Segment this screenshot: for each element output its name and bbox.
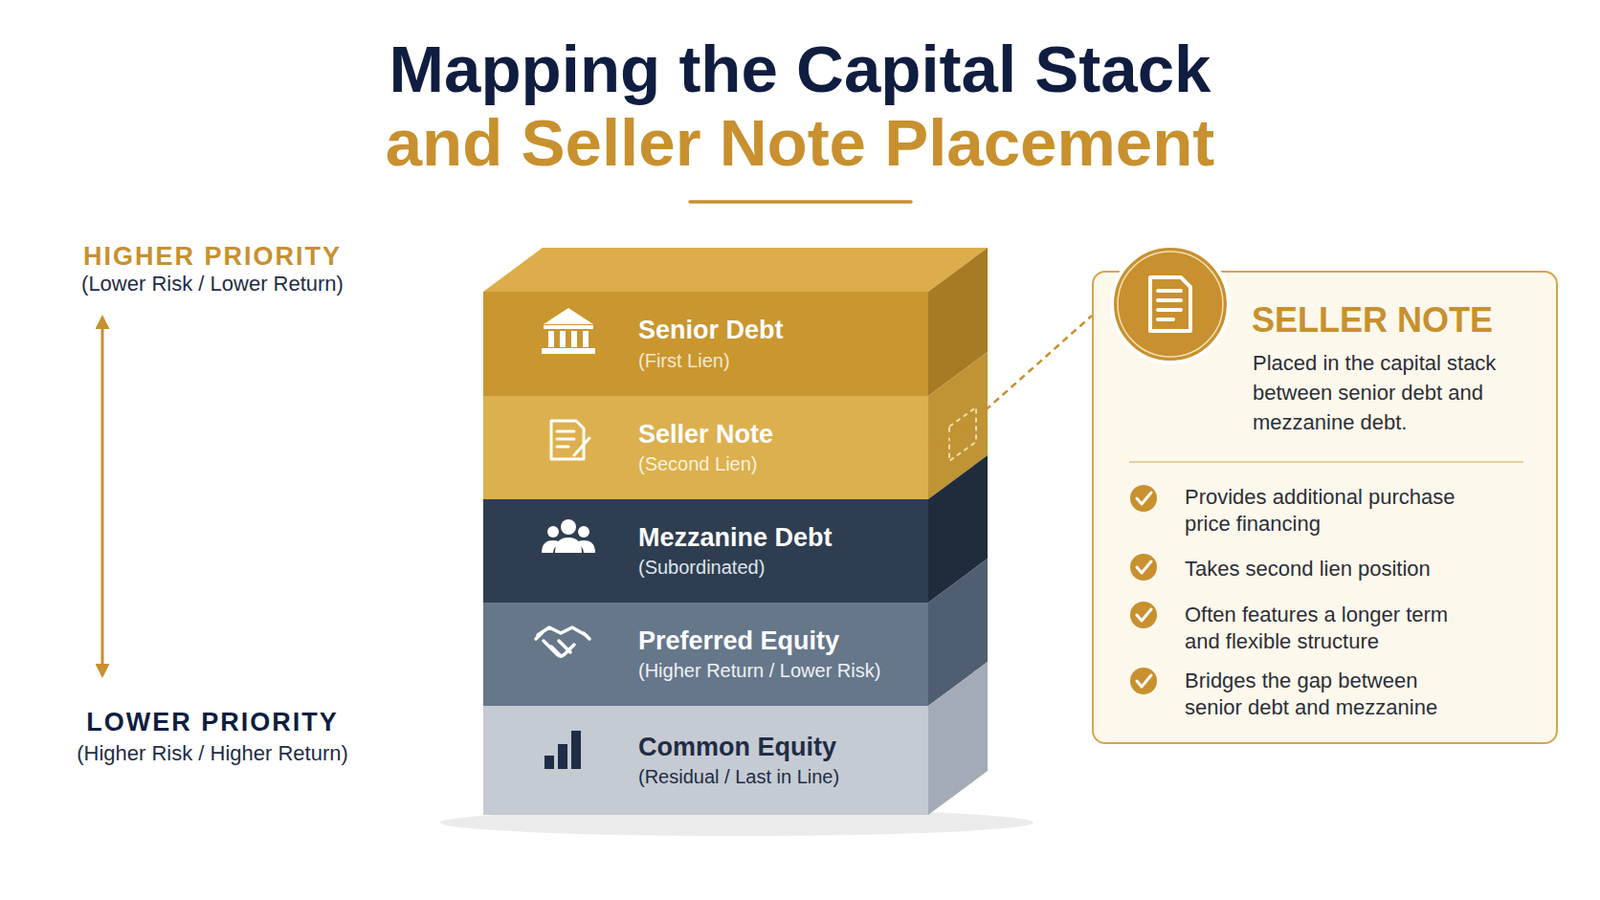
connector-layer: [928, 315, 1092, 448]
block-title: Senior Debt: [638, 314, 929, 346]
stack-block: Seller Note(Second Lien): [483, 396, 929, 500]
bullet-text: Often features a longer term and flexibl…: [1184, 601, 1472, 656]
block-top-face: [483, 247, 988, 292]
title-underline: [689, 200, 912, 204]
block-title: Mezzanine Debt: [638, 522, 929, 554]
bullet-text: Bridges the gap between senior debt and …: [1184, 667, 1472, 722]
leader-line: [928, 315, 1092, 448]
bullet-text: Takes second lien position: [1184, 555, 1472, 583]
callout-title: SELLER NOTE: [1251, 299, 1539, 341]
callout-body: Placed in the capital stack between seni…: [1252, 348, 1531, 438]
block-subtitle: (Second Lien): [638, 451, 929, 477]
block-subtitle: (Residual / Last in Line): [638, 764, 929, 790]
subtitle-text: and Seller Note Placement: [130, 110, 1470, 177]
stack-block: Senior Debt(First Lien): [483, 291, 929, 397]
priority-label: LOWER PRIORITY: [30, 709, 395, 738]
block-title: Preferred Equity: [638, 625, 929, 657]
block-subtitle: (Subordinated): [638, 555, 929, 580]
block-title: Common Equity: [638, 732, 929, 763]
stack-block: Preferred Equity(Higher Return / Lower R…: [483, 602, 929, 707]
side-marker: [949, 407, 977, 462]
block-subtitle: (Higher Return / Lower Risk): [638, 658, 929, 684]
stack-block: Mezzanine Debt(Subordinated): [483, 499, 929, 603]
block-subtitle: (First Lien): [638, 348, 929, 374]
stack-block: Common Equity(Residual / Last in Line): [483, 706, 929, 816]
priority-arrow: [101, 317, 105, 676]
block-title: Seller Note: [638, 419, 929, 450]
priority-label: HIGHER PRIORITY: [30, 243, 395, 272]
block-side-face: [928, 662, 988, 816]
priority-note: (Lower Risk / Lower Return): [30, 272, 395, 296]
priority-note: (Higher Risk / Higher Return): [30, 742, 395, 766]
callout-box: SELLER NOTE Placed in the capital stack b…: [1091, 270, 1558, 745]
bullet-text: Provides additional purchase price finan…: [1184, 484, 1472, 538]
title-text: Mapping the Capital Stack: [130, 36, 1470, 103]
